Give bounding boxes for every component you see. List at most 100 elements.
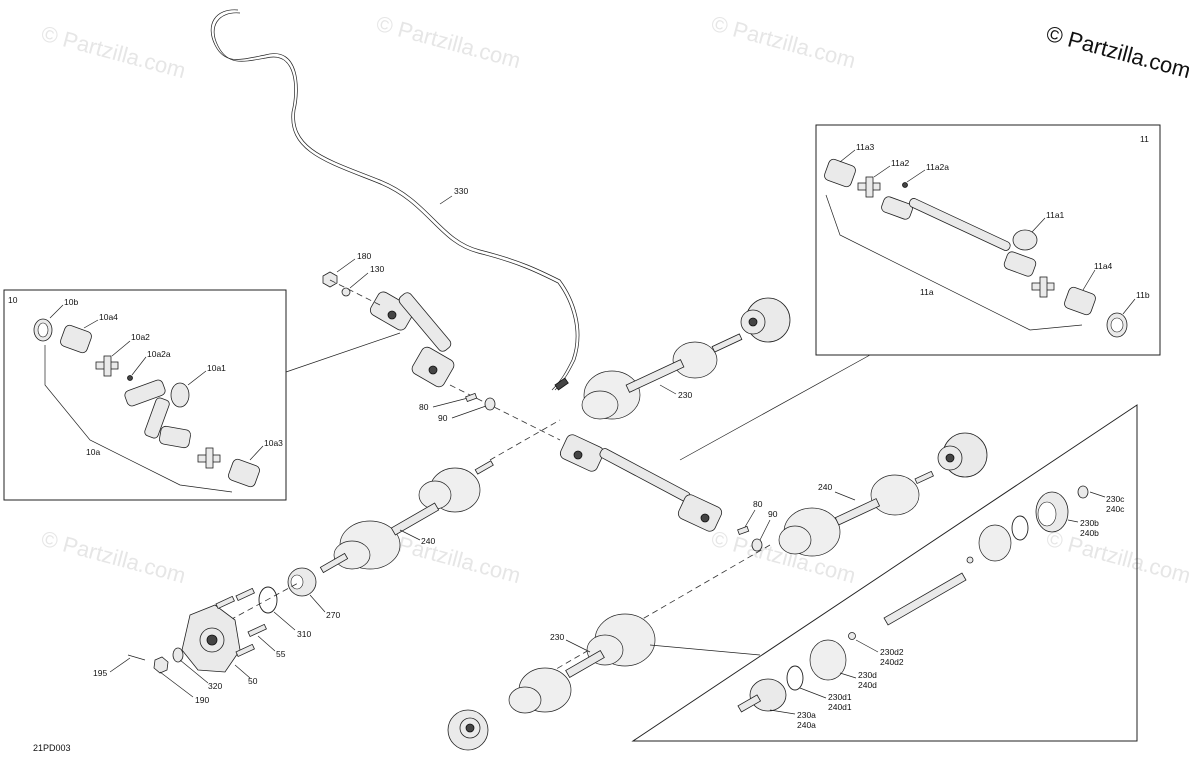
label-90: 90 bbox=[438, 413, 448, 423]
part-10a2a bbox=[127, 375, 133, 381]
label-10a1: 10a1 bbox=[207, 363, 226, 373]
part-130 bbox=[341, 287, 351, 297]
cable-330 bbox=[210, 9, 580, 391]
part-11a4 bbox=[1064, 286, 1096, 316]
label-240d: 240d bbox=[858, 680, 877, 690]
part-11a bbox=[881, 196, 1037, 277]
part-11a2a bbox=[902, 182, 908, 188]
ring-230b bbox=[1011, 515, 1029, 541]
callout-box-10 bbox=[3, 289, 287, 501]
axle-230-upper bbox=[581, 333, 743, 420]
label-11a4: 11a4 bbox=[1094, 261, 1113, 271]
axle-240-right bbox=[778, 470, 934, 557]
label-240b: 240b bbox=[1080, 528, 1099, 538]
part-90 bbox=[484, 397, 496, 411]
label-10a2: 10a2 bbox=[131, 332, 150, 342]
label-230d2: 230d2 bbox=[880, 647, 904, 657]
hub-bottom bbox=[447, 709, 489, 751]
label-10a4: 10a4 bbox=[99, 312, 118, 322]
axle-240-left bbox=[319, 460, 494, 574]
label-11a1: 11a1 bbox=[1046, 210, 1065, 220]
part-230c bbox=[1077, 485, 1089, 499]
watermark: © Partzilla.com bbox=[39, 21, 189, 84]
label-10a3: 10a3 bbox=[264, 438, 283, 448]
boot-230b bbox=[978, 524, 1012, 562]
callout-box-11 bbox=[815, 124, 1161, 356]
label-230d1: 230d1 bbox=[828, 692, 852, 702]
hub-lower-left bbox=[181, 604, 241, 673]
part-230d2 bbox=[848, 632, 856, 640]
label-240: 240 bbox=[421, 536, 435, 546]
part-310 bbox=[258, 586, 278, 614]
part-10a3-cross bbox=[197, 447, 221, 469]
part-11a4-cross bbox=[1031, 276, 1055, 298]
label-90-lower: 90 bbox=[768, 509, 778, 519]
hub-right bbox=[937, 432, 988, 478]
label-195: 195 bbox=[93, 668, 107, 678]
part-230d bbox=[809, 639, 847, 681]
label-230d: 230d bbox=[858, 670, 877, 680]
label-190: 190 bbox=[195, 695, 209, 705]
part-180 bbox=[322, 271, 338, 288]
watermark: © Partzilla.com bbox=[709, 11, 859, 74]
label-230c: 230c bbox=[1106, 494, 1125, 504]
label-320: 320 bbox=[208, 681, 222, 691]
part-11a2 bbox=[857, 176, 881, 198]
label-10: 10 bbox=[8, 295, 18, 305]
drive-shaft-11 bbox=[559, 434, 723, 532]
diagram-code: 21PD003 bbox=[33, 743, 71, 753]
label-240-right: 240 bbox=[818, 482, 832, 492]
part-190 bbox=[153, 656, 169, 674]
part-11a3 bbox=[824, 158, 856, 188]
label-11a3: 11a3 bbox=[856, 142, 875, 152]
label-11: 11 bbox=[1140, 134, 1149, 144]
part-10a2 bbox=[95, 355, 119, 377]
label-240c: 240c bbox=[1106, 504, 1125, 514]
clip bbox=[966, 556, 974, 564]
shaft-230 bbox=[883, 572, 967, 626]
label-230b: 230b bbox=[1080, 518, 1099, 528]
label-240a: 240a bbox=[797, 720, 816, 730]
part-80-lower bbox=[737, 525, 750, 536]
label-80: 80 bbox=[419, 402, 429, 412]
watermark: © Partzilla.com bbox=[1044, 526, 1194, 589]
label-10b: 10b bbox=[64, 297, 78, 307]
callout-triangle-230 bbox=[631, 404, 1138, 742]
label-240d2: 240d2 bbox=[880, 657, 904, 667]
label-10a2a: 10a2a bbox=[147, 349, 171, 359]
copyright-text: © Partzilla.com bbox=[1044, 21, 1194, 84]
watermark: © Partzilla.com bbox=[374, 11, 524, 74]
part-10a4 bbox=[60, 324, 92, 354]
part-10a bbox=[124, 379, 191, 449]
part-230a bbox=[749, 678, 787, 712]
label-11b: 11b bbox=[1136, 290, 1150, 300]
label-55: 55 bbox=[276, 649, 286, 659]
label-50: 50 bbox=[248, 676, 258, 686]
label-230a: 230a bbox=[797, 710, 816, 720]
label-180: 180 bbox=[357, 251, 371, 261]
part-230d1 bbox=[786, 665, 804, 691]
bolts-55 bbox=[215, 587, 267, 658]
part-320 bbox=[172, 647, 184, 663]
label-330: 330 bbox=[454, 186, 468, 196]
label-80-lower: 80 bbox=[753, 499, 763, 509]
label-130: 130 bbox=[370, 264, 384, 274]
label-240d1: 240d1 bbox=[828, 702, 852, 712]
label-230-lower: 230 bbox=[550, 632, 564, 642]
part-90-lower bbox=[751, 538, 763, 552]
part-11a1 bbox=[1012, 229, 1038, 251]
label-270: 270 bbox=[326, 610, 340, 620]
label-10a: 10a bbox=[86, 447, 100, 457]
watermark-layer: © Partzilla.com © Partzilla.com © Partzi… bbox=[39, 11, 1194, 589]
label-11a2: 11a2 bbox=[891, 158, 910, 168]
part-80 bbox=[465, 392, 478, 403]
part-10a1 bbox=[170, 382, 190, 408]
watermark: © Partzilla.com bbox=[39, 526, 189, 589]
hub-upper-right bbox=[740, 297, 791, 343]
label-11a2a: 11a2a bbox=[926, 162, 949, 172]
part-10a3 bbox=[228, 458, 260, 488]
axle-230-lower bbox=[508, 613, 656, 714]
label-11a: 11a bbox=[920, 287, 934, 297]
